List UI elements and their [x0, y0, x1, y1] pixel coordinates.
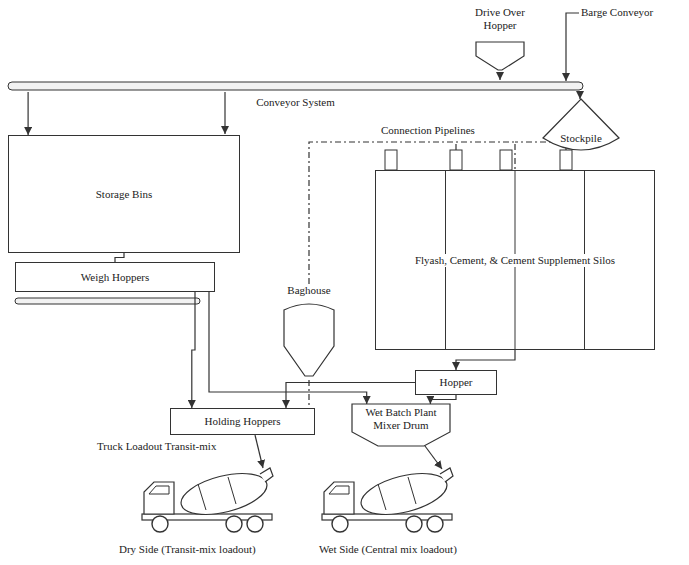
stockpile-outline — [540, 98, 622, 156]
holding-hoppers: Holding Hoppers — [170, 408, 315, 435]
stockpile-feed — [579, 92, 580, 99]
pipeline-label: Connection Pipelines — [380, 124, 476, 137]
dry-mixer-truck — [142, 466, 273, 532]
conveyor-band-outline — [8, 80, 583, 92]
conveyor-band: Conveyor System — [8, 80, 583, 92]
flow-connector — [456, 350, 515, 370]
node-label: Hopper — [438, 376, 475, 389]
barge-feed-line — [566, 13, 579, 81]
node-label: Drive Over Hopper — [468, 6, 532, 32]
flow-connector — [115, 253, 124, 262]
storage-bins: Storage Bins — [8, 135, 240, 253]
node-label: Storage Bins — [94, 188, 155, 201]
node-label: Weigh Hoppers — [79, 271, 151, 284]
conveyor-label: Barge Conveyor — [580, 6, 654, 19]
node-label: Baghouse — [285, 284, 332, 297]
flow-connector — [28, 92, 29, 135]
truck-caption: Dry Side (Transit-mix loadout) — [118, 543, 257, 556]
wet-batch-mixer-drum: Wet Batch Plant Mixer Drum — [352, 404, 450, 446]
hopper: Hopper — [415, 370, 497, 395]
flow-connector — [430, 395, 456, 404]
node-label: Conveyor System — [254, 96, 337, 109]
silos: Flyash, Cement, & Cement Supplement Silo… — [375, 170, 655, 350]
weigh-conveyor — [15, 298, 200, 304]
flow-connector — [499, 72, 500, 80]
pipeline-branch — [456, 142, 566, 150]
node-label: Holding Hoppers — [202, 415, 282, 428]
node-label: Flyash, Cement, & Cement Supplement Silo… — [413, 254, 617, 267]
node-label: Wet Batch Plant Mixer Drum — [352, 406, 450, 432]
silo-stacks — [385, 150, 572, 170]
bin-drop-line — [224, 92, 225, 134]
flow-connector — [209, 292, 367, 404]
weigh-hoppers: Weigh Hoppers — [15, 262, 215, 292]
wet-chute — [425, 446, 442, 469]
dry-chute — [255, 435, 263, 468]
drive-over-hopper: Drive Over Hopper — [468, 6, 532, 72]
stockpile: Stockpile — [540, 98, 622, 156]
node-label: Stockpile — [558, 132, 604, 145]
flow-connector — [192, 292, 195, 408]
truck-caption: Wet Side (Central mix loadout) — [318, 543, 458, 556]
wet-mixer-truck — [322, 466, 453, 532]
baghouse: Baghouse — [278, 284, 340, 380]
loadout-label: Truck Loadout Transit-mix — [96, 440, 217, 453]
baghouse-outline — [278, 284, 340, 380]
pipeline-connector — [308, 380, 309, 408]
